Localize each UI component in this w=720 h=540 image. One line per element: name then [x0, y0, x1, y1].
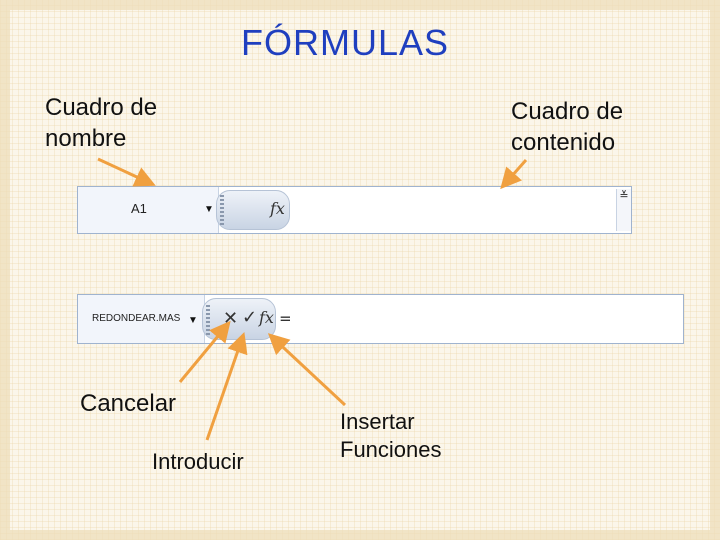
content-box-label-line2: contenido [511, 129, 616, 156]
formula-bar-1: A1 ▼ fx ≚ [77, 186, 632, 234]
insert-functions-label-line1: Insertar [340, 409, 415, 434]
content-box-arrow [500, 159, 528, 190]
formula-bar-2-grip[interactable] [206, 303, 210, 335]
name-box-arrow [97, 157, 156, 187]
content-box-label-line1: Cuadro de [511, 98, 624, 125]
insert-functions-label: Insertar Funciones [340, 408, 442, 464]
slide-title: FÓRMULAS [240, 22, 450, 63]
name-box-1[interactable]: A1 [78, 187, 219, 233]
enter-arrow [205, 332, 248, 441]
cancel-label: Cancelar [80, 390, 177, 417]
formula-bar-2-content-box[interactable] [290, 295, 683, 343]
name-box-1-value: A1 [131, 201, 147, 216]
formula-bar-1-toolbar [216, 190, 290, 230]
enter-icon[interactable]: ✓ [242, 307, 258, 328]
name-box-2[interactable]: REDONDEAR.MAS [78, 295, 205, 343]
name-box-2-dropdown-icon[interactable]: ▼ [188, 315, 198, 326]
insert-function-icon[interactable]: fx [259, 308, 274, 327]
cancel-arrow [178, 320, 231, 383]
fx-icon[interactable]: fx [270, 199, 285, 218]
expand-formula-bar-icon[interactable]: ≚ [616, 189, 631, 231]
formula-equals-text: = [279, 309, 293, 328]
insert-functions-arrow [267, 333, 347, 407]
formula-bar-1-content-box[interactable] [290, 187, 615, 233]
name-box-label-line1: Cuadro de [45, 94, 158, 121]
name-box-1-dropdown-icon[interactable]: ▼ [204, 204, 214, 215]
insert-functions-label-line2: Funciones [340, 437, 442, 462]
formula-bar-1-grip[interactable] [220, 195, 224, 225]
content-box-label: Cuadro de contenido [511, 96, 623, 158]
name-box-label-line2: nombre [45, 125, 127, 152]
name-box-2-value: REDONDEAR.MAS [92, 313, 181, 324]
name-box-label: Cuadro de nombre [45, 92, 157, 154]
enter-label: Introducir [152, 449, 244, 474]
